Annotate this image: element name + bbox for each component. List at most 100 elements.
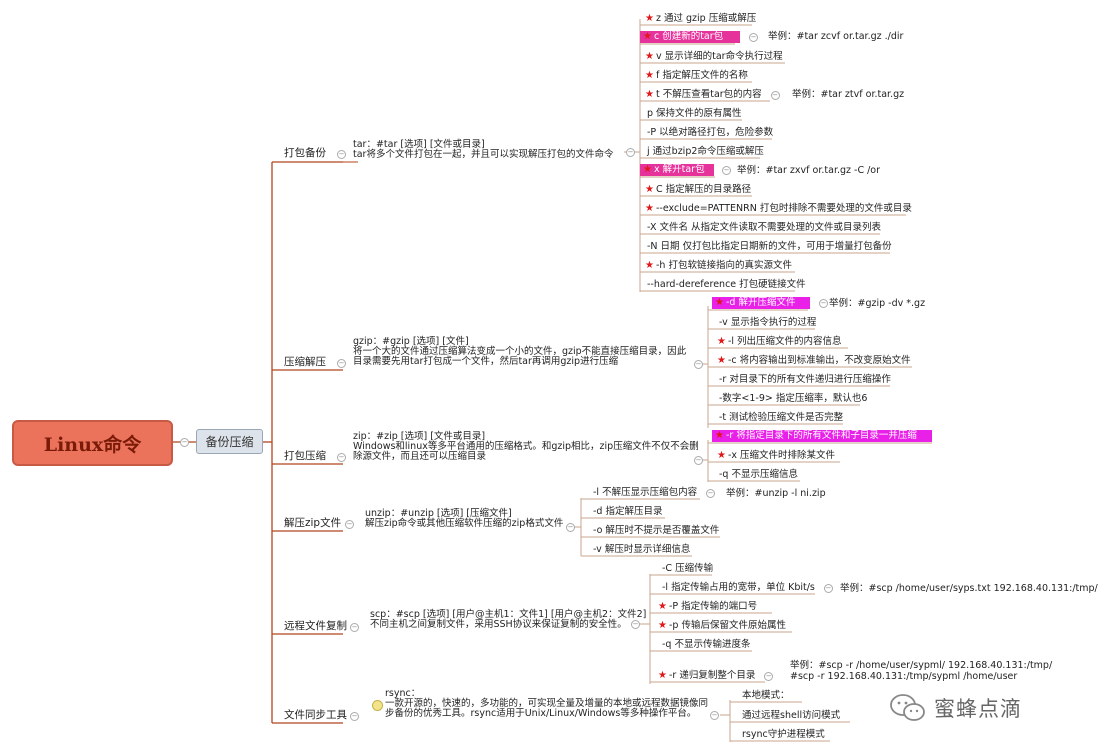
option-item: ★-x 压缩文件时排除某文件	[717, 450, 836, 461]
option-item: p 保持文件的原有属性	[647, 108, 742, 119]
wechat-icon	[890, 694, 925, 721]
branch-label[interactable]: 远程文件复制	[284, 620, 347, 632]
sub-node[interactable]: 备份压缩	[196, 429, 263, 454]
collapse-icon[interactable]: −	[823, 583, 833, 593]
star-icon: ★	[717, 336, 726, 347]
collapse-icon[interactable]: −	[345, 520, 354, 529]
star-icon: ★	[645, 89, 654, 100]
example-text: 举例：#gzip -dv *.gz	[829, 298, 926, 309]
collapse-icon[interactable]: −	[180, 438, 189, 447]
option-item: -q 不显示压缩信息	[719, 469, 798, 480]
watermark-text: 蜜蜂点滴	[934, 697, 1022, 721]
branch-desc: 一款开源的，快速的，多功能的，可实现全量及增量的本地或远程数据镜像同	[385, 698, 709, 709]
collapse-icon[interactable]: −	[631, 620, 640, 629]
star-icon: ★	[643, 164, 652, 175]
option-item: ★v 显示详细的tar命令执行过程	[645, 51, 783, 62]
star-icon: ★	[645, 70, 654, 81]
root-node[interactable]: Linux命令	[12, 420, 173, 466]
option-item: ★C 指定解压的目录路径	[645, 184, 752, 195]
option-item: -l 不解压显示压缩包内容−	[593, 487, 716, 498]
collapse-icon[interactable]: −	[350, 623, 359, 632]
star-icon: ★	[717, 450, 726, 461]
option-item: ★-l 列出压缩文件的内容信息	[717, 336, 842, 347]
star-icon: ★	[645, 260, 654, 271]
option-item: -q 不显示传输进度条	[662, 639, 751, 650]
highlight-box: ★-r 将指定目录下的所有文件和子目录一并压缩	[712, 430, 932, 442]
option-item: -o 解压时不提示是否覆盖文件	[593, 525, 720, 536]
note-icon[interactable]	[372, 700, 383, 711]
collapse-icon[interactable]: −	[694, 360, 703, 369]
option-item: -P 以绝对路径打包，危险参数	[647, 127, 774, 138]
option-item: ★x 解开tar包−	[640, 164, 731, 176]
option-item: -C 压缩传输	[662, 563, 714, 574]
collapse-icon[interactable]: −	[710, 711, 719, 720]
collapse-icon[interactable]: −	[706, 488, 716, 498]
branch-label[interactable]: 压缩解压	[284, 356, 326, 368]
collapse-icon[interactable]: −	[626, 148, 635, 157]
sub-label: 备份压缩	[205, 435, 254, 449]
example-text: 举例：#scp -r /home/user/sypml/ 192.168.40.…	[790, 660, 1053, 671]
branch-label[interactable]: 打包压缩	[284, 450, 326, 462]
option-item: ★c 创建新的tar包−	[640, 31, 758, 43]
example-text: #scp -r 192.168.40.131:/tmp/sypml /home/…	[790, 671, 1018, 682]
branch-label[interactable]: 解压zip文件	[284, 517, 342, 529]
example-text: 举例：#scp /home/user/syps.txt 192.168.40.1…	[840, 583, 1098, 594]
option-item: -X 文件名 从指定文件读取不需要处理的文件或目录列表	[647, 222, 882, 233]
example-text: 举例：#tar ztvf or.tar.gz	[792, 89, 905, 100]
collapse-icon[interactable]: −	[337, 150, 346, 159]
branch-desc: 不同主机之间复制文件，采用SSH协议来保证复制的安全性。	[370, 619, 627, 630]
option-item: -d 指定解压目录	[593, 506, 663, 517]
option-item: ★-r 将指定目录下的所有文件和子目录一并压缩	[712, 430, 932, 442]
root-label: Linux命令	[43, 433, 142, 456]
branch-desc: unzip：#unzip [选项] [压缩文件]	[365, 508, 512, 519]
collapse-icon[interactable]: −	[694, 456, 703, 465]
star-icon: ★	[715, 297, 724, 308]
star-icon: ★	[645, 51, 654, 62]
collapse-icon[interactable]: −	[566, 523, 575, 532]
branch-desc: zip：#zip [选项] [文件或目录]	[353, 431, 486, 442]
branch-desc: 步备份的优秀工具。rsync适用于Unix/Linux/Windows等多种操作…	[385, 708, 697, 719]
option-item: -N 日期 仅打包比指定日期新的文件，可用于增量打包备份	[647, 241, 892, 252]
example-text: 举例：#unzip -l ni.zip	[726, 488, 826, 499]
option-item: -v 解压时显示详细信息	[593, 544, 691, 555]
collapse-icon[interactable]: −	[770, 90, 780, 100]
highlight-box: ★-d 解开压缩文件	[712, 297, 810, 309]
option-item: ★-P 指定传输的端口号	[658, 601, 758, 612]
option-item: ★-p 传输后保留文件原始属性	[658, 620, 786, 631]
option-item: -l 指定传输占用的宽带，单位 Kbit/s−	[662, 582, 833, 593]
highlight-box: ★x 解开tar包	[640, 164, 714, 176]
collapse-icon[interactable]: −	[337, 359, 346, 368]
collapse-icon[interactable]: −	[749, 32, 758, 42]
watermark: 蜜蜂点滴	[888, 692, 1022, 724]
branch-desc: 目录需要先用tar打包成一个文件，然后tar再调用gzip进行压缩	[353, 356, 619, 367]
example-text: 举例：#tar zxvf or.tar.gz -C /or	[737, 165, 881, 176]
star-icon: ★	[717, 355, 726, 366]
branch-desc: 将一个大的文件通过压缩算法变成一个小的文件，gzip不能直接压缩目录，因此	[353, 346, 687, 357]
option-item: ★f 指定解压文件的名称	[645, 70, 748, 81]
option-item: -t 测试检验压缩文件是否完整	[719, 412, 844, 423]
star-icon: ★	[658, 601, 667, 612]
branch-label[interactable]: 文件同步工具	[284, 709, 347, 721]
branch-desc: gzip：#gzip [选项] [文件]	[353, 336, 469, 347]
branch-label[interactable]: 打包备份	[284, 147, 326, 159]
option-item: -r 对目录下的所有文件递归进行压缩操作	[719, 374, 891, 385]
star-icon: ★	[645, 184, 654, 195]
collapse-icon[interactable]: −	[722, 165, 731, 175]
option-item: ★-d 解开压缩文件−	[712, 297, 828, 309]
collapse-icon[interactable]: −	[350, 712, 359, 721]
option-item: ★t 不解压查看tar包的内容−	[645, 89, 780, 100]
option-item: -数字<1-9> 指定压缩率，默认也6	[719, 393, 868, 404]
branch-desc: Windows和linux等多平台通用的压缩格式。和gzip相比，zip压缩文件…	[353, 441, 699, 452]
collapse-icon[interactable]: −	[819, 298, 828, 308]
collapse-icon[interactable]: −	[764, 671, 774, 681]
option-item: rsync守护进程模式	[742, 729, 825, 740]
branch-desc: rsync：	[385, 688, 421, 699]
option-item: 本地模式：	[742, 690, 790, 701]
option-item: ★--exclude=PATTENRN 打包时排除不需要处理的文件或目录	[645, 203, 912, 214]
branch-desc: scp：#scp [选项] [用户@主机1：文件1] [用户@主机2：文件2]	[370, 609, 647, 620]
option-item: ★-r 递归复制整个目录−	[658, 670, 774, 681]
option-item: -v 显示指令执行的过程	[719, 317, 817, 328]
option-item: ★z 通过 gzip 压缩或解压	[645, 13, 757, 24]
collapse-icon[interactable]: −	[337, 453, 346, 462]
